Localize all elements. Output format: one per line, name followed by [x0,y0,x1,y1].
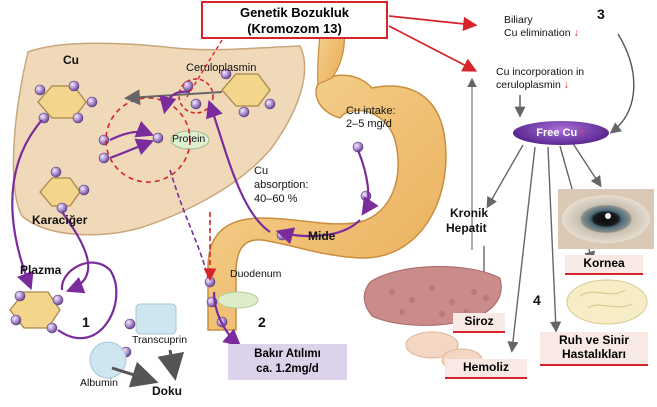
title-line2: (Kromozom 13) [203,21,386,37]
incorp-line2: ceruloplasmin ↓ [496,79,569,91]
psych-line1: Ruh ve Sinir [540,334,648,348]
hemolysis-tag: Hemoliz [445,359,527,379]
liver-organ-label: Karaciğer [32,214,87,228]
step-number-1: 1 [82,314,90,330]
psych-line2: Hastalıkları [540,348,648,362]
psychiatric-neuro-tag: Ruh ve Sinir Hastalıkları [540,332,648,366]
free-cu-badge: Free Cu ↑ [513,121,609,145]
step-number-3: 3 [597,6,605,22]
cirrhosis-tag: Siroz [453,313,505,333]
cu-intake-line2: 2–5 mg/d [346,118,392,131]
step-number-2: 2 [258,314,266,330]
cu-intake-line1: Cu intake: [346,105,396,118]
increase-arrow-free-cu: ↑ [580,127,586,139]
cu-absorption-line1: Cu [254,165,268,178]
hepatitis-line1: Kronik [450,207,488,221]
copper-excretion-box: Bakır Atılımı ca. 1.2mg/d [228,344,347,380]
biliary-line1: Biliary [504,14,533,26]
protein-label: Protein [172,133,205,145]
title-line1: Genetik Bozukluk [203,5,386,21]
biliary-line2: Cu elimination ↓ [504,27,579,39]
cornea-tag: Kornea [565,255,643,275]
albumin-label: Albumin [80,377,118,389]
liver-cu-label: Cu [63,54,79,68]
decrease-arrow-incorp: ↓ [564,79,569,91]
cu-absorption-line3: 40–60 % [254,193,297,206]
hepatitis-line2: Hepatit [446,222,487,236]
plasma-label: Plazma [20,264,61,278]
genetic-defect-box: Genetik Bozukluk (Kromozom 13) [201,1,388,39]
step-number-4: 4 [533,292,541,308]
duodenum-label: Duodenum [230,268,281,280]
excretion-line1: Bakır Atılımı [228,347,347,362]
cu-absorption-line2: absorption: [254,179,308,192]
transcuprin-label: Transcuprin [132,334,187,346]
brain-image [567,280,647,324]
excretion-line2: ca. 1.2mg/d [228,362,347,377]
tissue-label: Doku [152,385,182,399]
stomach-label: Mide [308,230,335,244]
decrease-arrow-biliary: ↓ [573,27,578,39]
ceruloplasmin-label: Ceruloplasmin [186,62,256,75]
incorp-line1: Cu incorporation in [496,66,584,78]
